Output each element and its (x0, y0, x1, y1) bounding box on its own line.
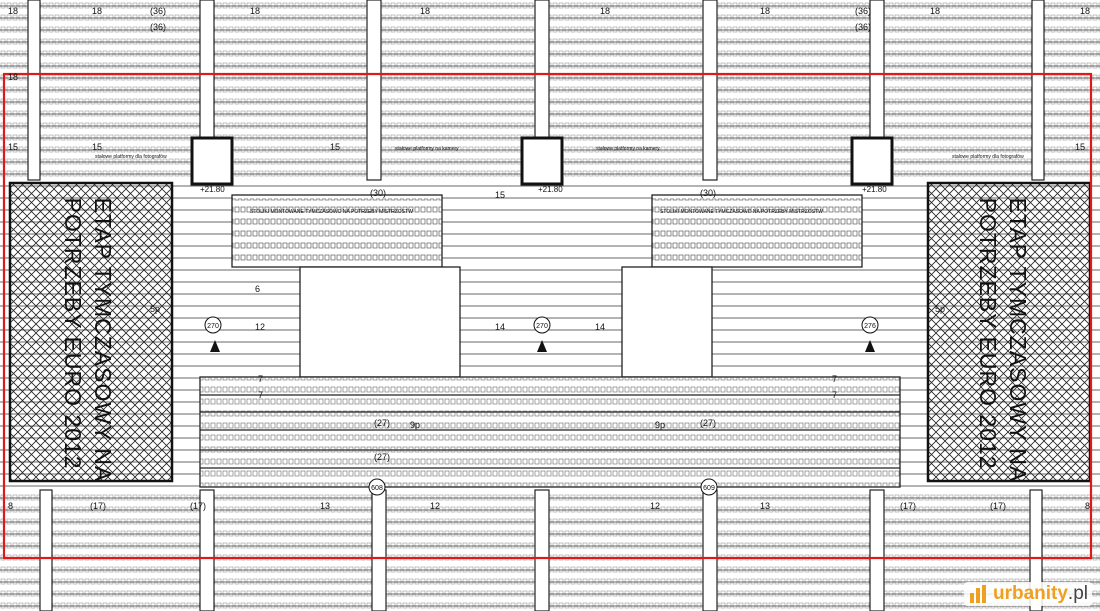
elevation-labels: +21.80 +21.80 +21.80 (200, 185, 887, 194)
row-label: 18 (420, 6, 430, 16)
elevation-left: +21.80 (200, 185, 225, 194)
stage-label-line: ETAP TYMCZASOWY NA (1005, 197, 1031, 483)
elevation-right: +21.80 (862, 185, 887, 194)
press-desk-note: STOLIKI MONTOWANE TYMCZASOWO NA POTRZEBY… (250, 209, 413, 215)
row-label: 5p (150, 304, 160, 314)
sector-label: (36) (150, 6, 166, 16)
press-desk-note: STOLIKI MONTOWANE TYMCZASOWO NA POTRZEBY… (660, 209, 823, 215)
sector-label: (30) (700, 188, 716, 198)
sector-label: (36) (855, 6, 871, 16)
row-label: 15 (1075, 142, 1085, 152)
row-label: 12 (430, 501, 440, 511)
stair-cores (190, 136, 894, 186)
row-label: 15 (92, 142, 102, 152)
row-label: 18 (8, 72, 18, 82)
elevation-center: +21.80 (538, 185, 563, 194)
row-label: 6 (255, 284, 260, 294)
concourse-seats (200, 198, 900, 487)
temporary-stage-label-left: ETAP TYMCZASOWY NA POTRZEBY EURO 2012 (58, 198, 118, 483)
watermark-brand: urbanity (992, 583, 1068, 604)
row-label: 12 (255, 322, 265, 332)
stage-label-line: ETAP TYMCZASOWY NA (90, 197, 116, 483)
row-label: 9p (655, 420, 665, 430)
stage-label-line: POTRZEBY EURO 2012 (975, 197, 1001, 470)
photographers-note: stałowe platformy dla fotografów (95, 154, 167, 160)
row-label: (27) (374, 418, 390, 428)
row-label: 12 (650, 501, 660, 511)
watermark-tld: .pl (1067, 583, 1088, 604)
temporary-stage-label-right: ETAP TYMCZASOWY NA POTRZEBY EURO 2012 (973, 198, 1033, 483)
row-label: 13 (760, 501, 770, 511)
row-label: (17) (190, 501, 206, 511)
row-label: 18 (930, 6, 940, 16)
temporary-stand-right (926, 181, 1092, 483)
row-label: 13 (320, 501, 330, 511)
circle-label: 276 (864, 323, 876, 330)
row-label: 7 (832, 390, 837, 400)
row-label: (17) (90, 501, 106, 511)
camera-platform-note: stałowe platformy na kamery (596, 146, 660, 152)
circle-label: 270 (536, 323, 548, 330)
entrance-arrows (210, 340, 875, 352)
sector-label: (30) (370, 188, 386, 198)
urbanity-logo-icon (969, 585, 986, 603)
row-label: 18 (250, 6, 260, 16)
row-label: 5p (935, 304, 945, 314)
row-count-labels: 18 18 18 18 18 18 18 18 18 15 15 15 15 1… (8, 6, 1090, 511)
row-label: (17) (900, 501, 916, 511)
row-label: 18 (1080, 6, 1090, 16)
row-label: 7 (258, 374, 263, 384)
temporary-stand-left (8, 181, 174, 483)
row-label: 8 (8, 501, 13, 511)
row-label: (27) (700, 418, 716, 428)
row-label: 15 (495, 190, 505, 200)
euro2012-boundary (2, 72, 1093, 560)
sector-label: (36) (855, 22, 871, 32)
row-label: 14 (595, 322, 605, 332)
stair-aisles (27, 0, 1045, 611)
row-label: 8 (1085, 501, 1090, 511)
row-label: 15 (8, 142, 18, 152)
sector-label: (36) (150, 22, 166, 32)
row-label: 15 (330, 142, 340, 152)
photographers-note: stałowe platformy dla fotografów (952, 154, 1024, 160)
row-label: (27) (374, 452, 390, 462)
row-label: 18 (8, 6, 18, 16)
row-label: 18 (760, 6, 770, 16)
row-label: 18 (92, 6, 102, 16)
watermark-text: urbanity.pl (993, 583, 1088, 605)
stage-label-line: POTRZEBY EURO 2012 (60, 197, 86, 470)
row-label: 14 (495, 322, 505, 332)
row-label: (17) (990, 501, 1006, 511)
section-circles: 608 609 270 270 276 (204, 316, 879, 496)
row-label: 7 (258, 390, 263, 400)
camera-platform-note: stałowe platformy na kamery (395, 146, 459, 152)
urbanity-watermark: urbanity.pl (963, 582, 1092, 606)
circle-label: 270 (207, 323, 219, 330)
circle-label: 609 (703, 485, 715, 492)
circle-label: 608 (371, 485, 383, 492)
row-label: 7 (832, 374, 837, 384)
annotations: stałowe platformy na kamery stałowe plat… (95, 146, 1024, 215)
row-label: 18 (600, 6, 610, 16)
row-label: 9p (410, 420, 420, 430)
